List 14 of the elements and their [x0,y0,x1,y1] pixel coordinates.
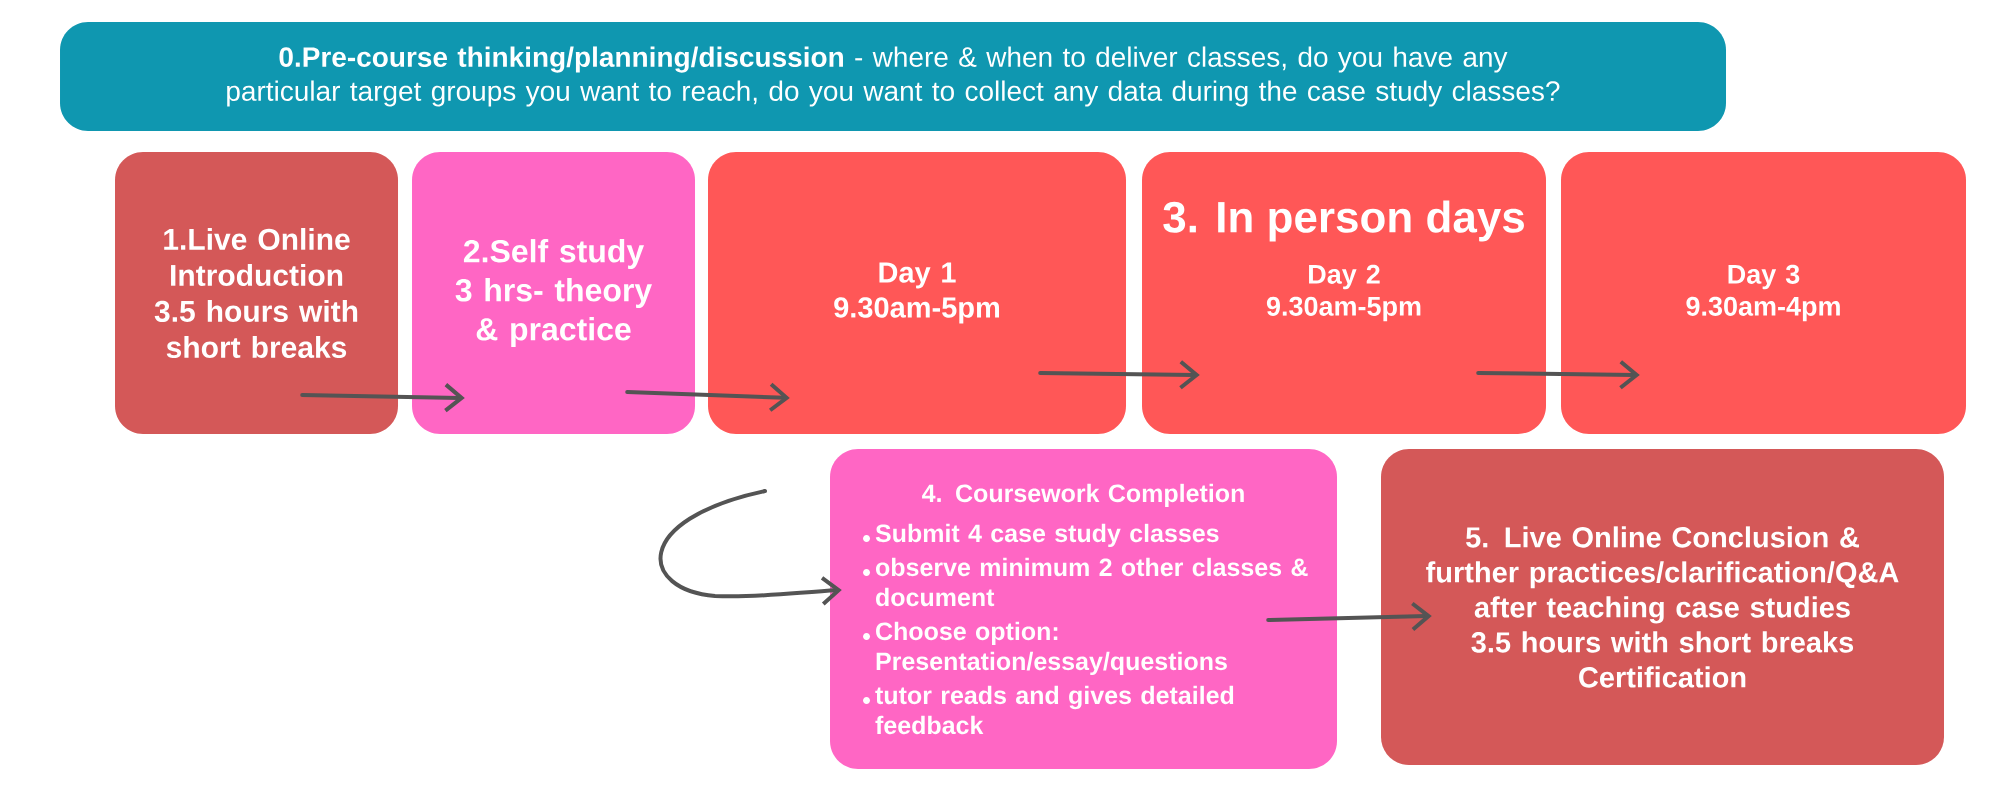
arrow [1038,360,1200,390]
process-box: Day 3 9.30am-4pm [1561,152,1966,434]
process-box: 2.Self study 3 hrs- theory & practice [412,152,695,434]
process-box: 1.Live Online Introduction 3.5 hours with short breaks [115,152,398,434]
process-box: 0.Pre-course thinking/planning/discussion - where & when to deliver classes, do you have any particular target groups you want to reach, do you want to collect any data during the case study classes? [60,22,1726,131]
process-box: 4. Coursework Completion Submit 4 case study classes observe minimum 2 other classes & document Choose option: Presentation/essay/questions tutor reads and gives detailed feedback [830,449,1337,769]
process-box: 5. Live Online Conclusion & further practices/clarification/Q&A after teaching case studies 3.5 hours with short breaks Certification [1381,449,1944,765]
arrow [1266,601,1432,631]
arrow [300,383,465,413]
arrow [625,382,790,412]
arrow [1476,360,1640,390]
process-box: Day 1 9.30am-5pm [708,152,1126,434]
section-heading: 3. In person days [1163,200,1524,242]
arrow [658,489,842,606]
